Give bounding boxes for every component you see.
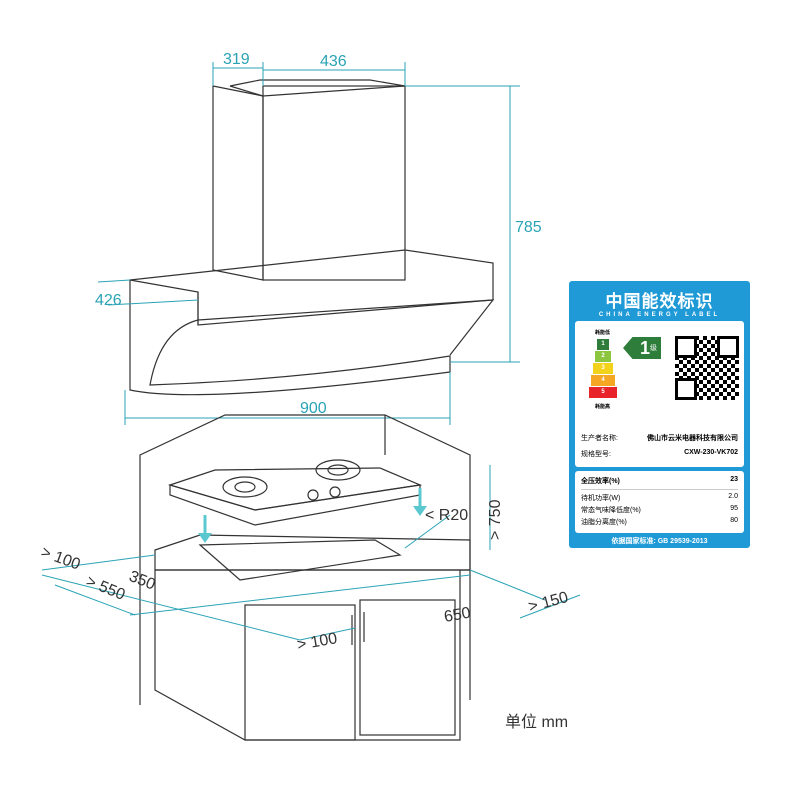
manufacturer-label: 生产者名称: xyxy=(581,435,618,442)
spec-label: 常态气味降低度(%) xyxy=(581,507,641,514)
gas-stove xyxy=(167,459,423,526)
dim-front-clearance: > 100 xyxy=(296,630,339,654)
model-value: CXW-230-VK702 xyxy=(684,449,738,456)
dim-counter-depth: > 550 xyxy=(84,573,128,604)
dim-total-height: 785 xyxy=(515,219,542,236)
grade-bar-1: 1 xyxy=(597,339,609,350)
dim-right-clearance: > 150 xyxy=(527,589,571,616)
cabinet xyxy=(139,414,471,741)
dim-cutout-depth: 350 xyxy=(127,568,158,594)
energy-label-title: 中国能效标识 xyxy=(605,292,714,311)
high-consumption-label: 耗能高 xyxy=(595,404,611,410)
model-label: 规格型号: xyxy=(581,451,611,458)
dim-hood-width: 900 xyxy=(300,400,327,417)
spec-value: 23 xyxy=(730,476,738,483)
cabinet-dimension-lines xyxy=(41,465,581,641)
qr-code xyxy=(675,336,739,400)
rating-suffix: 级 xyxy=(650,345,657,352)
spec-value: 2.0 xyxy=(728,493,738,500)
grade-bar-3: 3 xyxy=(593,363,613,374)
down-arrow-icons xyxy=(198,488,427,543)
unit-label: 单位 mm xyxy=(505,713,568,731)
spec-label: 全压效率(%) xyxy=(581,478,620,485)
spec-value: 80 xyxy=(730,517,738,524)
hood-dimension-lines xyxy=(97,62,520,425)
dim-chimney-width: 436 xyxy=(320,53,347,70)
dim-hood-depth: 426 xyxy=(95,292,122,309)
dim-mount-height: > 750 xyxy=(487,499,504,540)
spec-value: 95 xyxy=(730,505,738,512)
manufacturer-value: 佛山市云米电器科技有限公司 xyxy=(647,435,738,442)
dim-cutout-width: 650 xyxy=(443,605,472,626)
grade-bar-2: 2 xyxy=(595,351,611,362)
spec-panel: 全压效率(%) 23 待机功率(W) 2.0 常态气味降低度(%) 95 油脂分离度(… xyxy=(575,471,744,533)
spec-label: 油脂分离度(%) xyxy=(581,519,627,526)
energy-label-subtitle: CHINA ENERGY LABEL xyxy=(598,312,721,318)
grade-bar-4: 4 xyxy=(591,375,615,386)
low-consumption-label: 耗能低 xyxy=(595,330,611,336)
dim-corner-radius: < R20 xyxy=(425,507,468,524)
energy-label: 中国能效标识 CHINA ENERGY LABEL 耗能低 1 2 3 4 5 … xyxy=(569,281,750,548)
grade-bar-5: 5 xyxy=(589,387,617,398)
range-hood xyxy=(129,79,495,396)
dim-chimney-depth: 319 xyxy=(223,51,250,68)
spec-label: 待机功率(W) xyxy=(581,495,621,502)
standard-footer: 依据国家标准: GB 29539-2013 xyxy=(611,538,708,545)
rating-value: 1 xyxy=(639,337,650,358)
